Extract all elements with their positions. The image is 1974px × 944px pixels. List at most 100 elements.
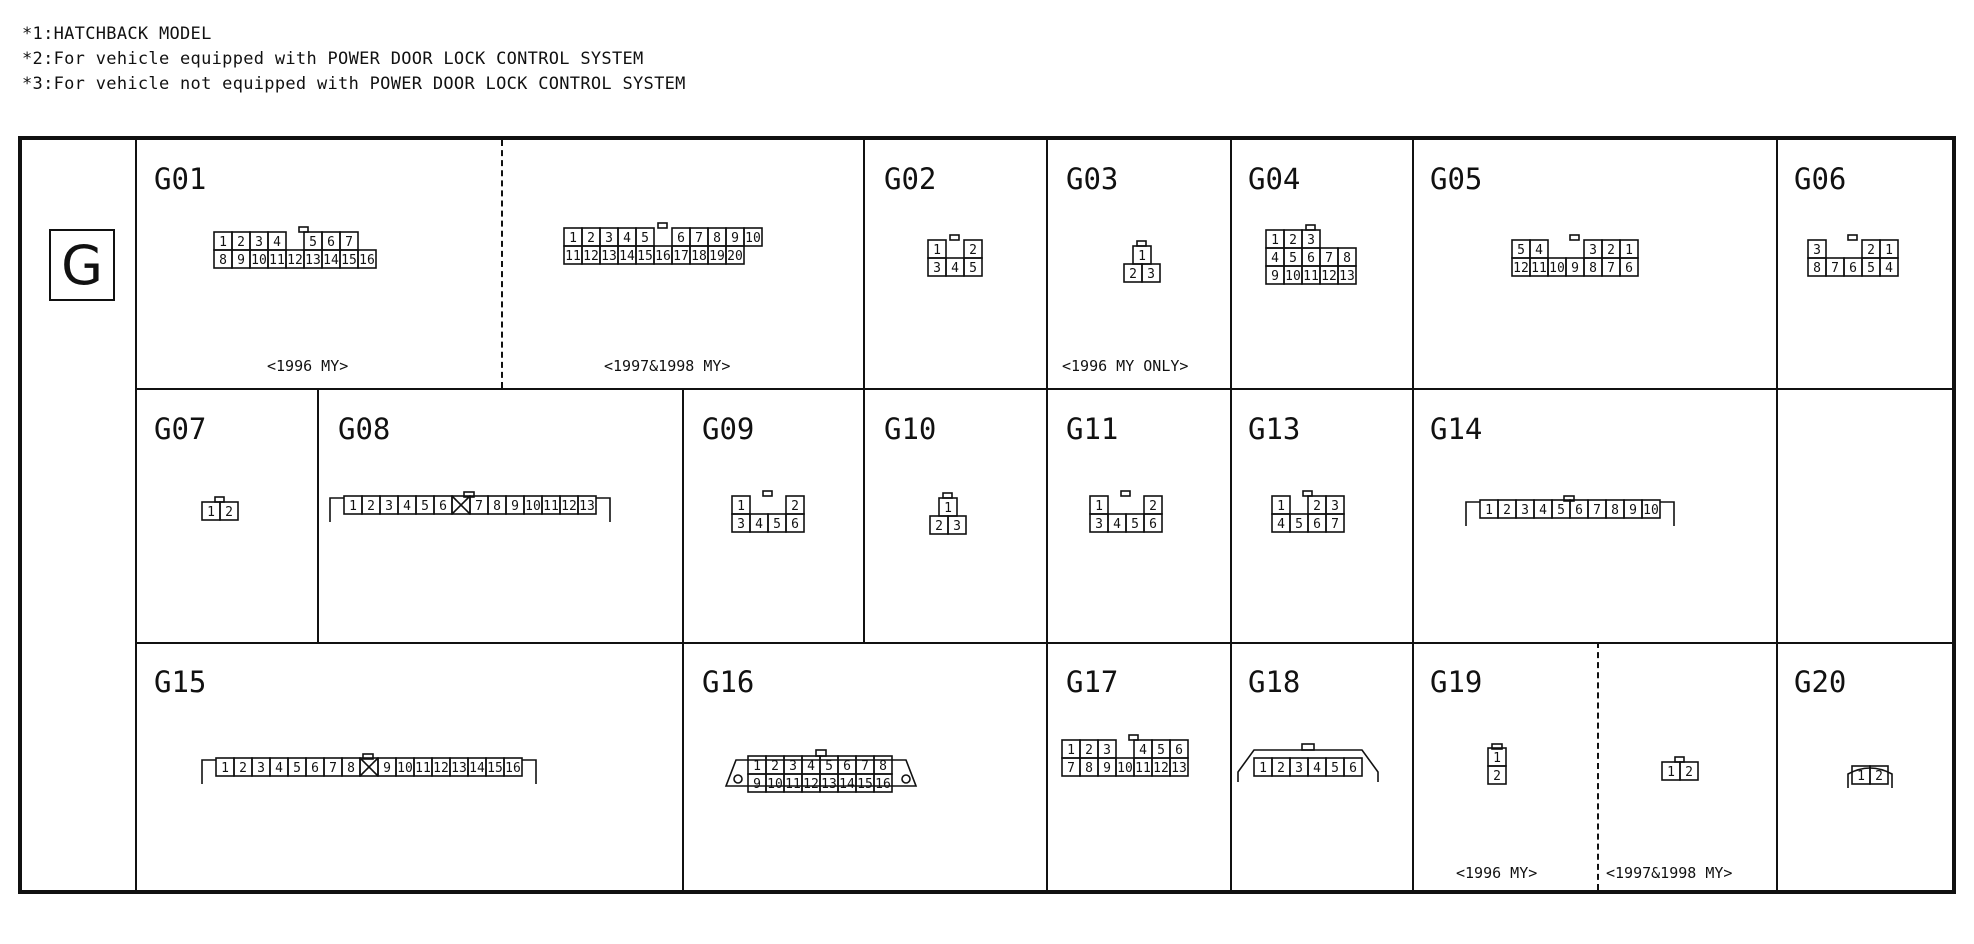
connector-code-g07: G07: [154, 412, 207, 446]
connector-code-g17: G17: [1066, 665, 1119, 699]
svg-text:7: 7: [1067, 761, 1075, 776]
connector-g01-1996-pin-14: 14: [321, 249, 341, 269]
connector-g08-pin-13: 13: [577, 495, 597, 515]
svg-text:2: 2: [237, 235, 245, 250]
connector-g06-pin-7: 7: [1825, 257, 1845, 277]
connector-g20-housing: [1847, 767, 1893, 788]
svg-text:9: 9: [1271, 269, 1279, 284]
svg-text:1: 1: [349, 499, 357, 514]
g01-caption-1996: <1996 MY>: [267, 357, 349, 375]
connector-g04-pin-1: 1: [1265, 229, 1285, 249]
svg-text:5: 5: [641, 231, 649, 246]
svg-text:16: 16: [359, 253, 375, 268]
connector-g01-1997-pin-17: 17: [671, 245, 691, 265]
connector-g09-pin-3: 3: [731, 513, 751, 533]
svg-text:1: 1: [1271, 233, 1279, 248]
svg-text:4: 4: [1885, 261, 1893, 276]
connector-g04-pin-3: 3: [1301, 229, 1321, 249]
connector-g13-pin-6: 6: [1307, 513, 1327, 533]
cell-divider: [1230, 140, 1232, 388]
svg-text:2: 2: [1503, 503, 1511, 518]
connector-g13-pin-2: 2: [1307, 495, 1327, 515]
svg-text:3: 3: [1813, 243, 1821, 258]
svg-text:15: 15: [487, 761, 503, 776]
svg-text:6: 6: [791, 517, 799, 532]
svg-text:2: 2: [1129, 267, 1137, 282]
svg-text:14: 14: [619, 249, 635, 264]
svg-text:4: 4: [1113, 517, 1121, 532]
connector-g06-pin-6: 6: [1843, 257, 1863, 277]
connector-g05-housing: [1569, 234, 1580, 241]
svg-text:8: 8: [1343, 251, 1351, 266]
connector-g08-housing: [329, 491, 611, 522]
connector-g11-pin-3: 3: [1089, 513, 1109, 533]
svg-text:11: 11: [565, 249, 581, 264]
connector-g05-pin-4: 4: [1529, 239, 1549, 259]
svg-text:2: 2: [587, 231, 595, 246]
connector-g15-pin-11: 11: [413, 757, 433, 777]
connector-g15-housing: [201, 753, 537, 784]
svg-text:3: 3: [1589, 243, 1597, 258]
svg-text:2: 2: [367, 499, 375, 514]
connector-g10-housing: [942, 492, 953, 499]
connector-g11-pin-1: 1: [1089, 495, 1109, 515]
svg-text:8: 8: [1085, 761, 1093, 776]
svg-text:13: 13: [821, 777, 837, 792]
connector-g01-1996-pin-10: 10: [249, 249, 269, 269]
svg-text:3: 3: [385, 499, 393, 514]
connector-g04-pin-6: 6: [1301, 247, 1321, 267]
connector-g20-pin-2: 2: [1869, 765, 1889, 785]
connector-g15-pin-16: 16: [503, 757, 523, 777]
connector-g07-housing: [214, 496, 225, 503]
svg-text:1: 1: [737, 499, 745, 514]
connector-g01-1997-pin-15: 15: [635, 245, 655, 265]
cell-divider: [863, 388, 865, 642]
connector-g01-1997-pin-19: 19: [707, 245, 727, 265]
svg-text:1: 1: [207, 505, 215, 520]
svg-text:14: 14: [323, 253, 339, 268]
connector-g01-1996-pin-2: 2: [231, 231, 251, 251]
svg-text:10: 10: [1549, 261, 1565, 276]
svg-text:4: 4: [275, 761, 283, 776]
svg-text:6: 6: [1313, 517, 1321, 532]
connector-g17-pin-4: 4: [1133, 739, 1153, 759]
svg-text:2: 2: [791, 499, 799, 514]
connector-g01-1997-housing: [657, 222, 668, 229]
connector-g04-pin-2: 2: [1283, 229, 1303, 249]
connector-g04-pin-12: 12: [1319, 265, 1339, 285]
connector-g16-pin-4: 4: [801, 755, 821, 775]
svg-text:7: 7: [329, 761, 337, 776]
connector-g08-pin-1: 1: [343, 495, 363, 515]
svg-text:1: 1: [1493, 751, 1501, 766]
connector-g04-pin-10: 10: [1283, 265, 1303, 285]
connector-g15-pin-8: 8: [341, 757, 361, 777]
connector-g06-pin-4: 4: [1879, 257, 1899, 277]
connector-code-g03: G03: [1066, 162, 1119, 196]
svg-text:15: 15: [341, 253, 357, 268]
connector-g15-pin-2: 2: [233, 757, 253, 777]
connector-g08-pin-7: 7: [469, 495, 489, 515]
connector-g01-1997-pin-1: 1: [563, 227, 583, 247]
svg-text:1: 1: [569, 231, 577, 246]
connector-g01-1996-pin-7: 7: [339, 231, 359, 251]
svg-text:1: 1: [1857, 769, 1865, 784]
connector-g16-pin-12: 12: [801, 773, 821, 793]
svg-text:3: 3: [1095, 517, 1103, 532]
svg-text:5: 5: [1157, 743, 1165, 758]
svg-text:8: 8: [493, 499, 501, 514]
row-divider: [135, 642, 1956, 644]
svg-text:8: 8: [1589, 261, 1597, 276]
footnote-1: *1:HATCHBACK MODEL: [22, 24, 212, 44]
svg-text:1: 1: [1885, 243, 1893, 258]
connector-g19-1996: 12: [1487, 743, 1507, 785]
connector-g06-pin-2: 2: [1861, 239, 1881, 259]
connector-g14-pin-4: 4: [1533, 499, 1553, 519]
footnote-3: *3:For vehicle not equipped with POWER D…: [22, 74, 686, 94]
connector-g17-pin-13: 13: [1169, 757, 1189, 777]
svg-text:8: 8: [347, 761, 355, 776]
svg-text:8: 8: [1813, 261, 1821, 276]
